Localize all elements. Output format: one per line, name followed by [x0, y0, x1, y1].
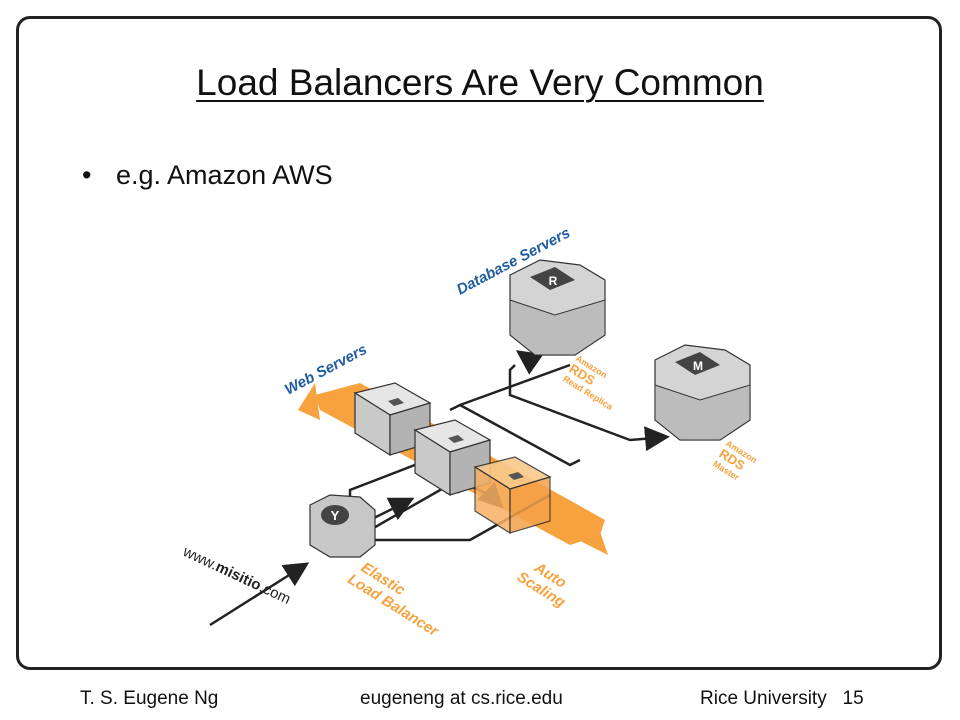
auto-scaling-arrow-left: [298, 383, 320, 420]
auto-scaling-arrow-right: [580, 517, 608, 555]
footer-email: eugeneng at cs.rice.edu: [360, 688, 563, 709]
aws-architecture-diagram: Y R M Web Servers Database Servers Amazo…: [179, 224, 759, 640]
url-label: www.misitio.com: [179, 543, 293, 608]
footer-author: T. S. Eugene Ng: [80, 688, 219, 709]
web-server-1: [353, 382, 432, 457]
bullet-item: • e.g. Amazon AWS: [82, 160, 333, 191]
footer-institution-name: Rice University: [700, 688, 827, 709]
connection-line: [449, 403, 581, 467]
bullet-text: e.g. Amazon AWS: [116, 160, 333, 190]
connection-line: [515, 350, 544, 375]
url-domain: misitio: [213, 558, 264, 594]
connection-line: [459, 363, 571, 407]
connection-line: [369, 497, 415, 522]
rds-read-replica: R: [509, 259, 606, 356]
master-letter: M: [693, 359, 703, 373]
svg-text:Y: Y: [331, 508, 340, 523]
elastic-load-balancer: Y: [309, 494, 376, 558]
bullet-dot: •: [82, 160, 92, 190]
connection-line: [508, 364, 670, 452]
web-server-3-autoscaled: [473, 456, 552, 535]
slide-frame: [16, 16, 942, 670]
footer-page-number: 15: [842, 688, 864, 709]
rds-master: M: [654, 344, 751, 441]
footer-institution: Rice University 15: [700, 688, 864, 710]
connection-line: [209, 562, 310, 627]
url-suffix: .com: [257, 579, 294, 608]
slide-title: Load Balancers Are Very Common: [196, 62, 764, 103]
replica-letter: R: [549, 274, 558, 288]
